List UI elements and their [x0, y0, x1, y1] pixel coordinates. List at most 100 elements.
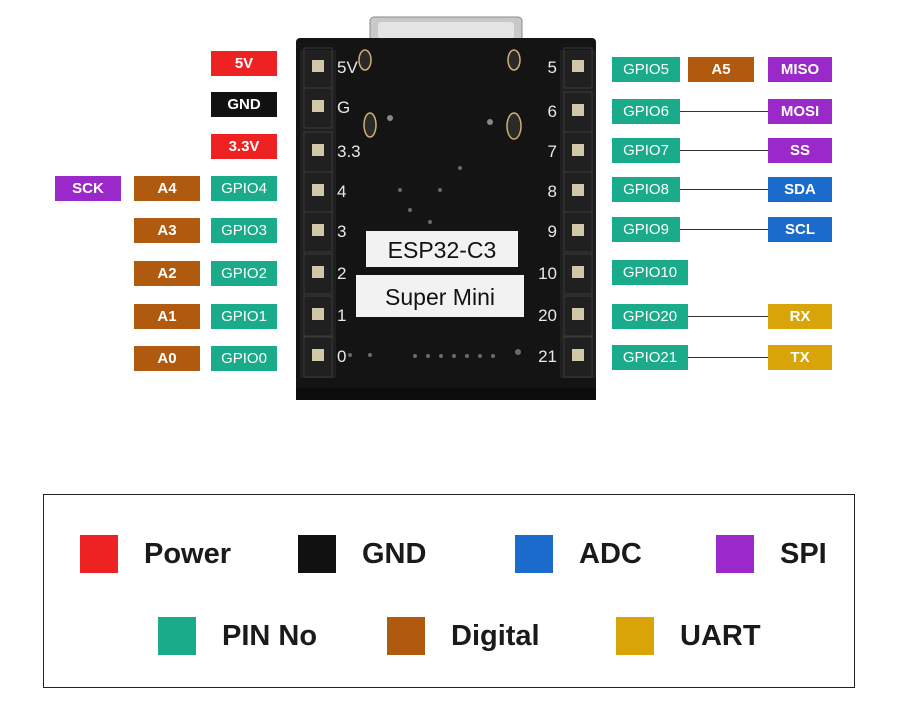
legend-item-power: Power [80, 535, 231, 573]
connector-line [680, 189, 768, 190]
label-gpio1: GPIO1 [211, 304, 277, 329]
right-header [560, 50, 596, 378]
label-a4: A4 [134, 176, 200, 201]
silkscreen-label: 2 [337, 264, 346, 283]
silkscreen-label: G [337, 98, 350, 117]
module-label: Super Mini [385, 284, 495, 310]
silkscreen-label: 3.3 [337, 142, 361, 161]
label-miso: MISO [768, 57, 832, 82]
legend-swatch-adc [515, 535, 553, 573]
silkscreen-left: 5V G 3.3 4 3 2 1 0 [337, 58, 361, 366]
label-5v: 5V [211, 51, 277, 76]
header-pin-housing [563, 336, 593, 378]
button [363, 112, 377, 138]
legend-item-spi: SPI [716, 535, 827, 573]
label-mosi: MOSI [768, 99, 832, 124]
label-a2: A2 [134, 261, 200, 286]
header-pin [312, 349, 324, 361]
legend-label-uart: UART [680, 619, 761, 652]
connector-line [680, 150, 768, 151]
label-a3: A3 [134, 218, 200, 243]
header-pin [312, 266, 324, 278]
header-pin [572, 184, 584, 196]
legend-label-pin-no: PIN No [222, 619, 318, 652]
label-a0: A0 [134, 346, 200, 371]
legend-swatch-digital [387, 617, 425, 655]
chip-label-plate [366, 231, 518, 267]
label-tx: TX [768, 345, 832, 370]
label-sck: SCK [55, 176, 121, 201]
header-pin-housing [303, 211, 333, 253]
header-pin-housing [303, 295, 333, 337]
legend-label-gnd: GND [362, 537, 427, 570]
label-sda: SDA [768, 177, 832, 202]
label-gpio2: GPIO2 [211, 261, 277, 286]
silkscreen-label: 10 [538, 264, 557, 283]
connector-line [680, 229, 768, 230]
legend-item-digital: Digital [387, 617, 540, 655]
legend-label-spi: SPI [780, 537, 827, 570]
silkscreen-label: 5V [337, 58, 358, 77]
chip-label: ESP32-C3 [388, 237, 497, 263]
header-pin [572, 144, 584, 156]
connector-line [688, 357, 768, 358]
legend-swatch-gnd [298, 535, 336, 573]
header-pin [312, 144, 324, 156]
label-3v3: 3.3V [211, 134, 277, 159]
led [358, 49, 372, 71]
silkscreen-label: 9 [548, 222, 557, 241]
header-pin-housing [303, 336, 333, 378]
legend-label-power: Power [144, 537, 232, 570]
header-pin [312, 184, 324, 196]
header-pin-housing [563, 211, 593, 253]
silkscreen-label: 3 [337, 222, 346, 241]
legend-label-adc: ADC [579, 537, 642, 570]
header-pin [312, 60, 324, 72]
label-gpio0: GPIO0 [211, 346, 277, 371]
connector-line [680, 111, 768, 112]
pcb [296, 38, 596, 400]
module-label-plate [356, 275, 524, 317]
legend-item-adc: ADC [515, 535, 642, 573]
header-pin [572, 104, 584, 116]
silkscreen-label: 0 [337, 347, 346, 366]
label-gpio8: GPIO8 [612, 177, 680, 202]
header-pin [312, 224, 324, 236]
label-a5: A5 [688, 57, 754, 82]
label-gpio21: GPIO21 [612, 345, 688, 370]
header-pin-housing [563, 295, 593, 337]
right-header-pins [563, 47, 593, 378]
label-rx: RX [768, 304, 832, 329]
label-gpio5: GPIO5 [612, 57, 680, 82]
label-gpio6: GPIO6 [612, 99, 680, 124]
legend-item-uart: UART [616, 617, 761, 655]
legend: Power GND ADC SPI PIN No Digital UART [43, 494, 855, 688]
silkscreen-label: 6 [548, 102, 557, 121]
silkscreen-label: 4 [337, 182, 346, 201]
header-pin [312, 308, 324, 320]
label-gpio9: GPIO9 [612, 217, 680, 242]
label-a1: A1 [134, 304, 200, 329]
header-pin [572, 308, 584, 320]
legend-swatch-power [80, 535, 118, 573]
label-scl: SCL [768, 217, 832, 242]
header-pin [312, 100, 324, 112]
left-header [300, 50, 336, 378]
label-gpio3: GPIO3 [211, 218, 277, 243]
label-gpio20: GPIO20 [612, 304, 688, 329]
header-pin-housing [563, 253, 593, 295]
label-gpio7: GPIO7 [612, 138, 680, 163]
header-pin-housing [303, 87, 333, 129]
legend-item-pin-no: PIN No [158, 617, 317, 655]
silkscreen-label: 21 [538, 347, 557, 366]
silkscreen-label: 1 [337, 306, 346, 325]
left-header-pins [303, 47, 333, 378]
label-ss: SS [768, 138, 832, 163]
silkscreen-label: 5 [548, 58, 557, 77]
label-gnd: GND [211, 92, 277, 117]
legend-item-gnd: GND [298, 535, 426, 573]
header-pin-housing [563, 47, 593, 89]
silkscreen-label: 20 [538, 306, 557, 325]
